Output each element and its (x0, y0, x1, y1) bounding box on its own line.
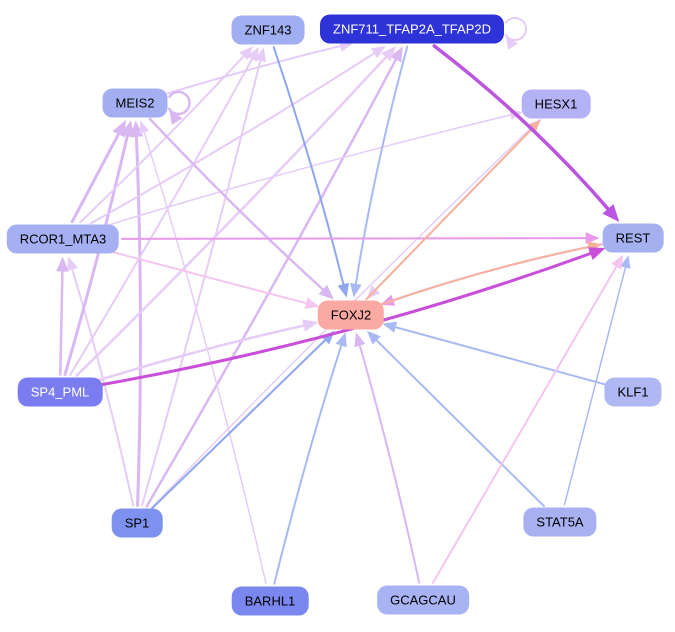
node-sp4-pml[interactable]: SP4_PML (17, 377, 103, 407)
arrowhead-ZNF711_TFAP2A_TFAP2D-FOXJ2 (350, 283, 362, 298)
edge-SP1-RCOR1_MTA3[interactable] (70, 264, 135, 507)
arrowhead-GCAGCAU-FOXJ2 (354, 332, 366, 348)
node-foxj2[interactable]: FOXJ2 (317, 300, 385, 330)
edge-FOXJ2-HESX1[interactable] (365, 125, 535, 301)
edge-REST-FOXJ2[interactable] (388, 243, 603, 303)
edge-RCOR1_MTA3-ZNF711_TFAP2A_TFAP2D[interactable] (89, 50, 379, 225)
arrowhead-ZNF711_TFAP2A_TFAP2D-REST (602, 204, 620, 222)
edge-KLF1-FOXJ2[interactable] (390, 325, 606, 386)
edge-SP1-ZNF711_TFAP2A_TFAP2D[interactable] (145, 54, 400, 508)
node-znf143[interactable]: ZNF143 (231, 15, 305, 45)
node-gcagcau[interactable]: GCAGCAU (377, 585, 469, 615)
edge-STAT5A-FOXJ2[interactable] (372, 336, 545, 507)
edge-GCAGCAU-FOXJ2[interactable] (357, 340, 421, 584)
arrowhead-MEIS2-FOXJ2 (318, 284, 334, 300)
edge-ZNF143-FOXJ2[interactable] (272, 46, 346, 290)
arrowhead-SP4_PML-REST (588, 247, 606, 260)
node-znf711-tfap2a-tfap2d[interactable]: ZNF711_TFAP2A_TFAP2D (320, 14, 504, 44)
arrowhead-RCOR1_MTA3-REST (585, 232, 600, 244)
arrowhead-STAT5A-FOXJ2 (366, 330, 381, 345)
arrowhead-FOXJ2-HESX1 (526, 119, 541, 134)
arrowhead-SP4_PML-ZNF711_TFAP2A_TFAP2D (381, 46, 396, 62)
self-loop-arrowhead-ZNF711_TFAP2A_TFAP2D (505, 34, 518, 50)
arrowhead-SP1-ZNF711_TFAP2A_TFAP2D (390, 46, 403, 63)
arrowhead-RCOR1_MTA3-ZNF143 (239, 46, 253, 61)
arrowhead-ZNF143-FOXJ2 (337, 282, 349, 298)
edge-RCOR1_MTA3-MEIS2[interactable] (70, 128, 123, 224)
arrowhead-RCOR1_MTA3-MEIS2 (112, 119, 126, 138)
arrowhead-RCOR1_MTA3-ZNF711_TFAP2A_TFAP2D (371, 45, 386, 59)
edge-MEIS2-ZNF711_TFAP2A_TFAP2D[interactable] (164, 44, 346, 95)
edge-RCOR1_MTA3-REST[interactable] (121, 237, 591, 240)
edge-SP1-MEIS2[interactable] (134, 130, 142, 507)
node-rest[interactable]: REST (602, 223, 664, 253)
self-loop-ZNF711_TFAP2A_TFAP2D[interactable] (504, 16, 527, 41)
arrowhead-BARHL1-MEIS2 (139, 120, 150, 134)
edge-GCAGCAU-REST[interactable] (431, 262, 620, 584)
arrowhead-SP4_PML-RCOR1_MTA3 (56, 256, 69, 272)
edge-SP4_PML-FOXJ2[interactable] (94, 323, 310, 383)
self-loop-arrowhead-MEIS2 (169, 108, 183, 125)
edge-BARHL1-FOXJ2[interactable] (273, 340, 344, 585)
edge-STAT5A-REST[interactable] (563, 263, 628, 506)
node-barhl1[interactable]: BARHL1 (231, 586, 309, 616)
arrowhead-RCOR1_MTA3-FOXJ2 (304, 297, 320, 309)
edge-SP4_PML-ZNF711_TFAP2A_TFAP2D[interactable] (75, 52, 391, 377)
arrowhead-BARHL1-FOXJ2 (335, 332, 347, 348)
edge-BARHL1-MEIS2[interactable] (142, 127, 267, 585)
edge-SP1-FOXJ2[interactable] (151, 336, 329, 510)
edge-ZNF711_TFAP2A_TFAP2D-REST[interactable] (432, 44, 614, 215)
node-hesx1[interactable]: HESX1 (521, 89, 591, 119)
edge-SP1-ZNF143[interactable] (140, 55, 263, 507)
arrowhead-STAT5A-REST (620, 255, 631, 269)
node-stat5a[interactable]: STAT5A (523, 507, 597, 537)
arrowhead-SP1-RCOR1_MTA3 (66, 256, 78, 272)
node-meis2[interactable]: MEIS2 (102, 88, 168, 118)
node-sp1[interactable]: SP1 (111, 508, 163, 538)
arrowhead-SP4_PML-ZNF143 (246, 47, 259, 62)
arrowhead-SP1-ZNF143 (254, 47, 266, 63)
arrowhead-SP4_PML-FOXJ2 (302, 319, 319, 332)
edge-MEIS2-FOXJ2[interactable] (148, 117, 328, 294)
node-rcor1-mta3[interactable]: RCOR1_MTA3 (6, 224, 120, 254)
edge-RCOR1_MTA3-HESX1[interactable] (103, 113, 515, 228)
edge-FOXJ2-REST[interactable] (379, 245, 594, 306)
arrowhead-KLF1-FOXJ2 (382, 321, 398, 333)
edge-ZNF711_TFAP2A_TFAP2D-FOXJ2[interactable] (354, 45, 409, 289)
node-klf1[interactable]: KLF1 (604, 377, 662, 407)
self-loop-MEIS2[interactable] (167, 90, 191, 116)
edge-SP4_PML-ZNF143[interactable] (69, 54, 255, 376)
edge-SP4_PML-RCOR1_MTA3[interactable] (59, 265, 64, 376)
arrowhead-GCAGCAU-REST (611, 254, 624, 270)
edge-RCOR1_MTA3-FOXJ2[interactable] (106, 249, 311, 306)
